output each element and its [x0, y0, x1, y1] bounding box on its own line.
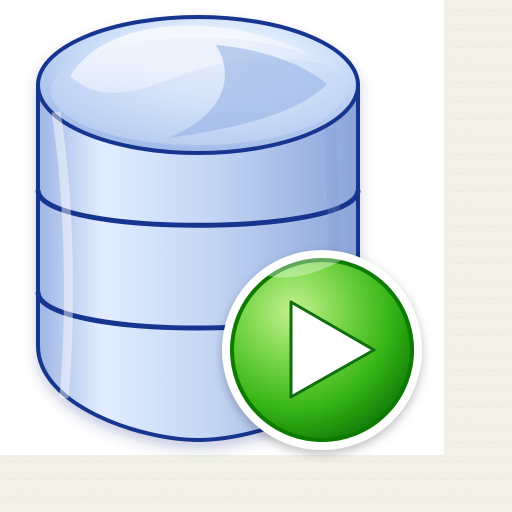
database-icon	[35, 15, 361, 443]
database-segment-line-top	[35, 189, 361, 228]
play-icon	[222, 250, 422, 450]
